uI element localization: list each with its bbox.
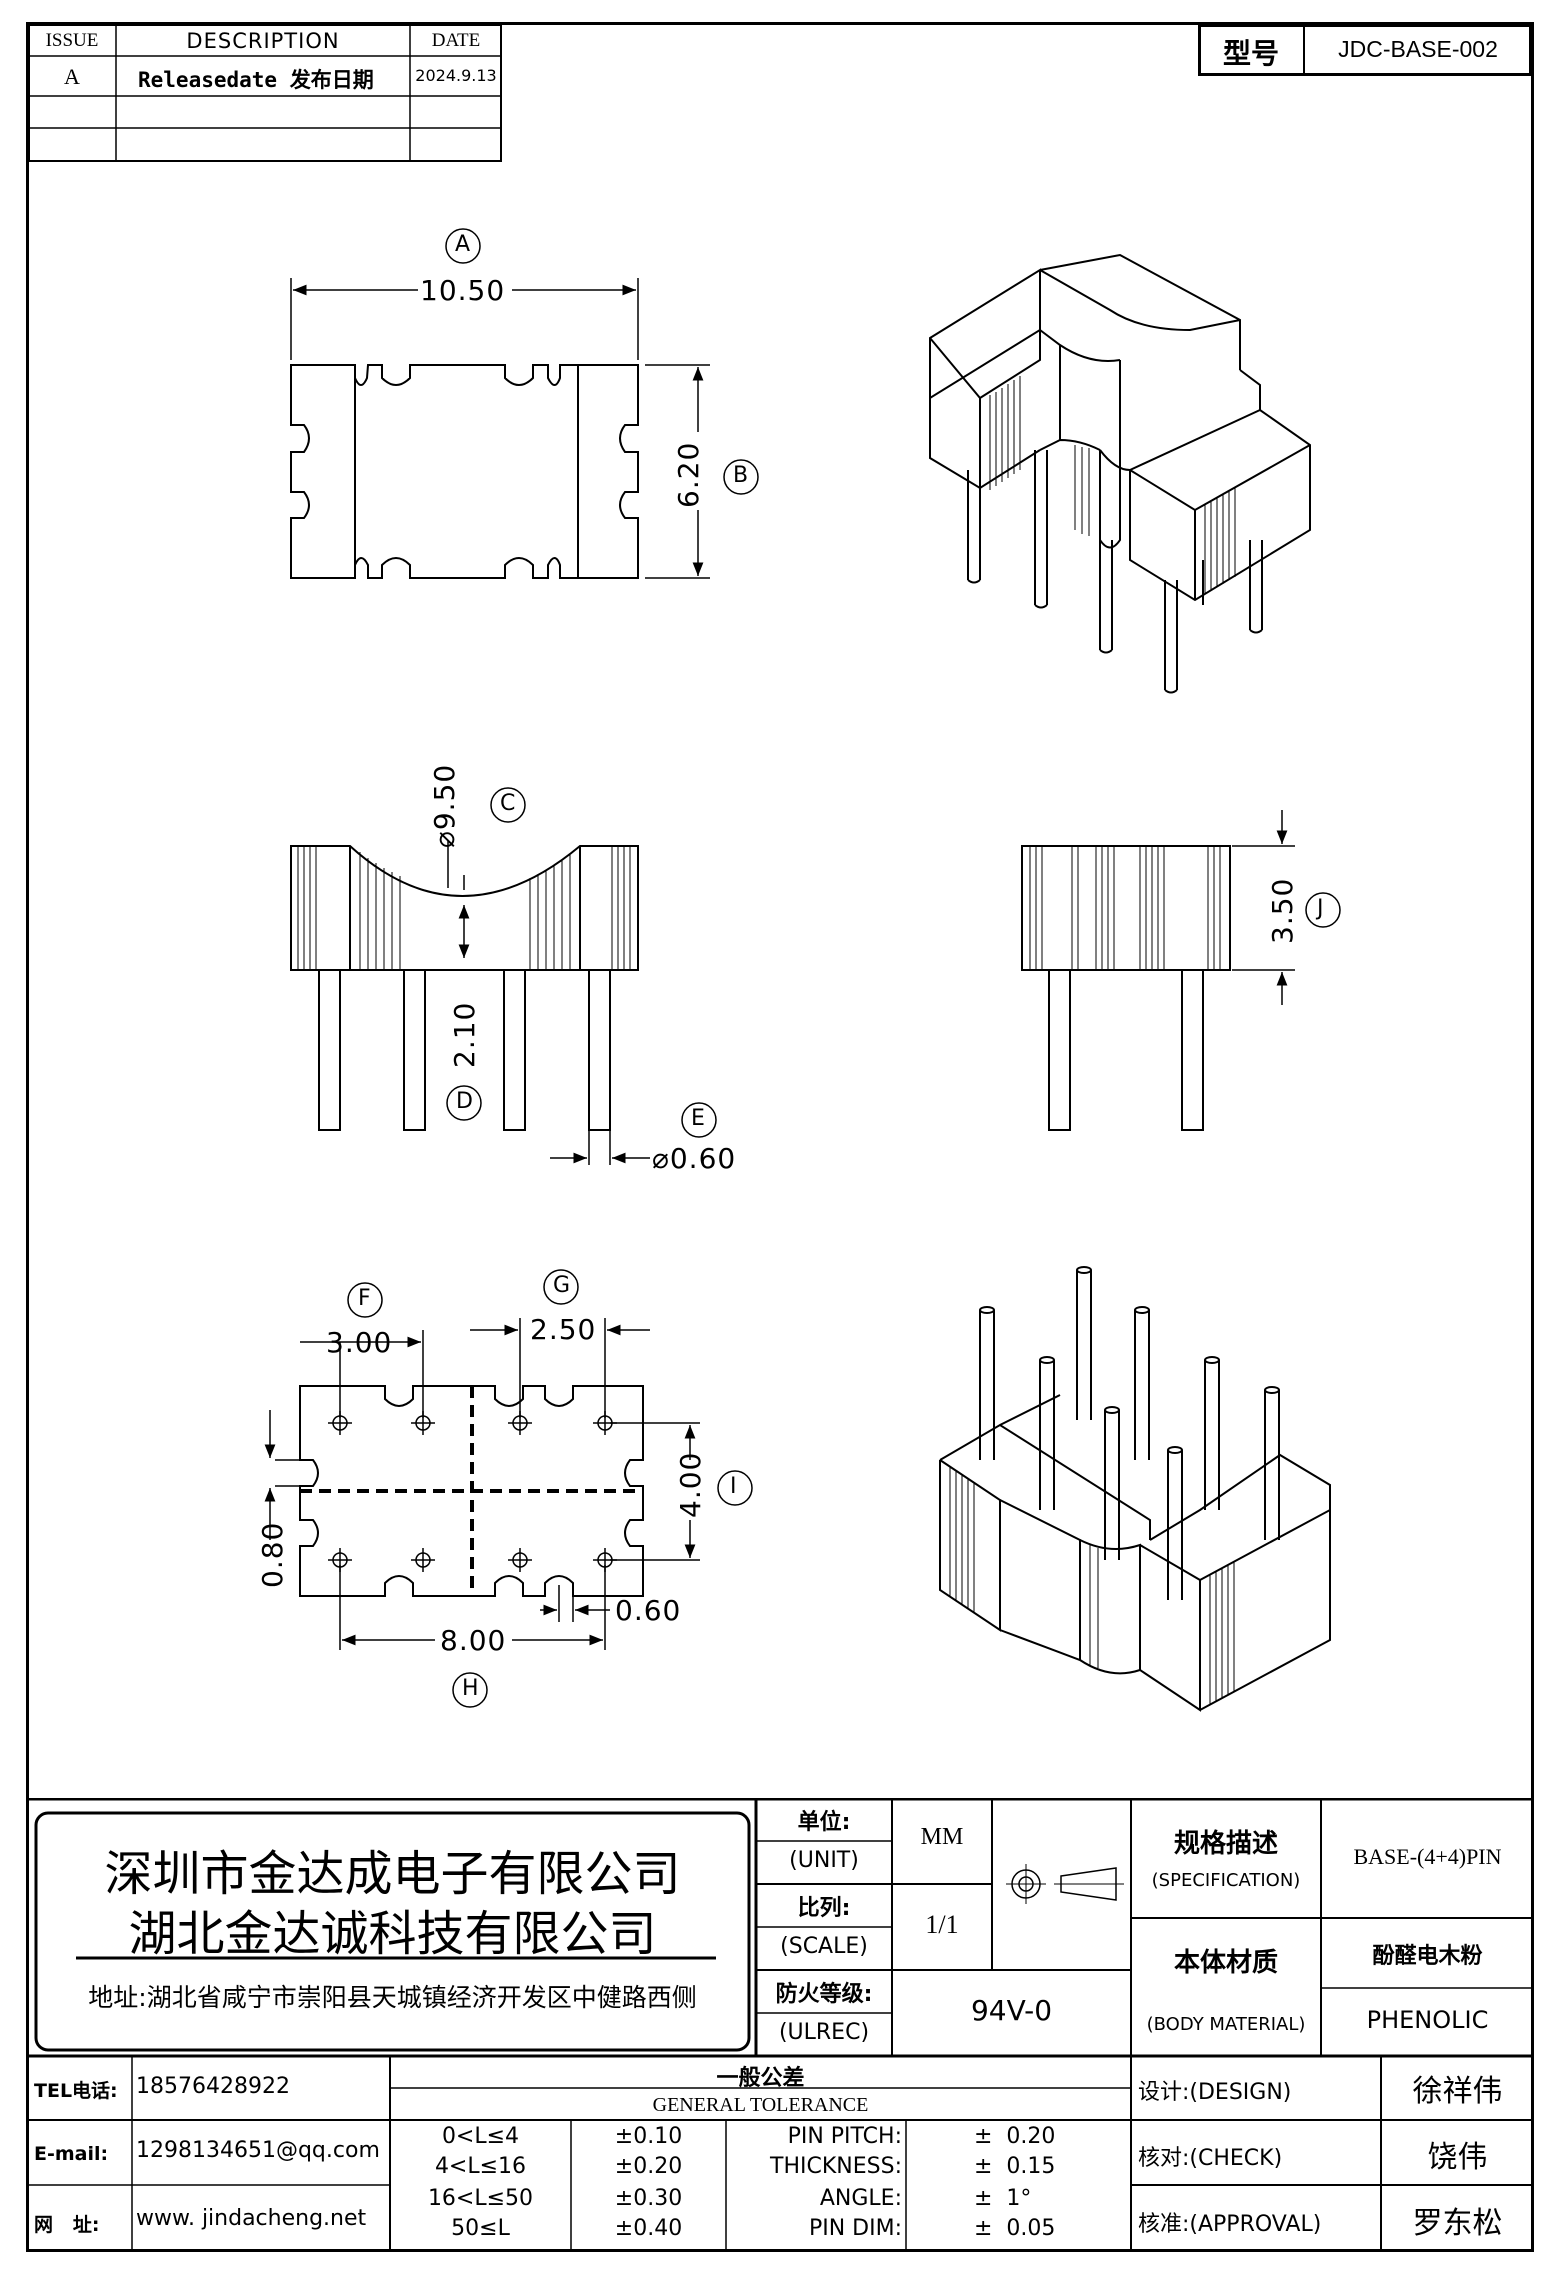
bottom-view (299, 1385, 644, 1597)
model-value: JDC-BASE-002 (1338, 36, 1498, 62)
model-label: 型号 (1222, 37, 1279, 70)
dim-c-value: ⌀9.50 (428, 763, 461, 848)
dim-h-marker: H (462, 1676, 479, 1701)
isometric-view-bottom (939, 1266, 1331, 1712)
unit-label-en: (UNIT) (789, 1848, 859, 1873)
technical-drawing (264, 228, 1341, 1712)
web-label: 网 址: (34, 2214, 100, 2236)
tolerance-value: ±0.30 (614, 2186, 683, 2211)
tolerance-range: 16<L≤50 (427, 2186, 534, 2211)
tolerance-value: ±0.20 (614, 2154, 683, 2179)
dim-j-value: 3.50 (1266, 877, 1299, 944)
tel-label: TEL电话: (34, 2080, 118, 2102)
tolerance-range: 4<L≤16 (434, 2154, 527, 2179)
revision-table: ISSUE DESCRIPTION DATE A Releasedate 发布日… (28, 24, 502, 162)
ul-label-en: (ULREC) (778, 2020, 870, 2045)
design-label: 设计:(DESIGN) (1138, 2080, 1292, 2105)
dim-e-value: ⌀0.60 (652, 1142, 737, 1175)
dim-a-value: 10.50 (420, 274, 506, 307)
drawing-frame (26, 22, 1534, 2252)
spec-label-en: (SPECIFICATION) (1151, 1870, 1301, 1891)
dim-d-value: 2.10 (448, 1001, 481, 1068)
approval-label: 核准:(APPROVAL) (1138, 2212, 1322, 2237)
dim-c-marker: C (500, 791, 516, 816)
design-name: 徐祥伟 (1412, 2074, 1503, 2109)
special-tolerance-name: THICKNESS: (770, 2154, 902, 2179)
email-label: E-mail: (34, 2143, 109, 2165)
tolerance-title-en: GENERAL TOLERANCE (652, 2094, 869, 2116)
special-tolerance-name: PIN PITCH: (787, 2124, 902, 2149)
dim-e-marker: E (691, 1106, 705, 1131)
issue-header: ISSUE (45, 30, 99, 51)
unit-label-cn: 单位: (797, 1810, 851, 1835)
email-value: 1298134651@qq.com (136, 2138, 380, 2163)
material-value-cn: 酚醛电木粉 (1372, 1944, 1483, 1969)
scale-value: 1/1 (925, 1910, 959, 1939)
dim-g-value: 2.50 (530, 1313, 597, 1346)
tolerance-title-cn: 一般公差 (716, 2066, 805, 2091)
dim-h-value: 8.00 (440, 1624, 507, 1657)
dim-i-value: 4.00 (674, 1451, 707, 1518)
issue-cell: A (64, 64, 80, 89)
tolerance-value: ±0.10 (614, 2124, 683, 2149)
dim-j-marker: J (1317, 896, 1324, 921)
scale-label-en: (SCALE) (780, 1934, 868, 1959)
front-view (290, 845, 639, 1131)
material-label-en: (BODY MATERIAL) (1146, 2014, 1306, 2035)
date-header: DATE (431, 30, 481, 51)
special-tolerance-value: ± 0.15 (974, 2154, 1056, 2179)
dim-b-value: 6.20 (672, 441, 705, 508)
check-label: 核对:(CHECK) (1138, 2146, 1283, 2171)
company-name-2: 湖北金达诚科技有限公司 (128, 1906, 657, 1962)
material-label-cn: 本体材质 (1173, 1948, 1278, 1978)
company-name-1: 深圳市金达成电子有限公司 (104, 1846, 681, 1902)
isometric-view-top (929, 253, 1311, 694)
tolerance-range: 50≤L (451, 2216, 510, 2241)
description-header: DESCRIPTION (186, 29, 340, 53)
dim-f-value: 3.00 (326, 1326, 393, 1359)
unit-value: MM (920, 1824, 964, 1850)
dim-slot-width: 0.80 (256, 1521, 289, 1588)
special-tolerance-value: ± 0.05 (974, 2216, 1056, 2241)
special-tolerance-name: PIN DIM: (808, 2216, 902, 2241)
dim-d-marker: D (456, 1089, 473, 1114)
tolerance-range: 0<L≤4 (441, 2124, 520, 2149)
dim-a-marker: A (455, 232, 471, 257)
tel-value: 18576428922 (136, 2074, 290, 2099)
date-cell: 2024.9.13 (415, 66, 497, 85)
check-name: 饶伟 (1427, 2140, 1488, 2175)
dim-slot-depth: 0.60 (615, 1594, 682, 1627)
spec-label-cn: 规格描述 (1173, 1829, 1278, 1859)
description-cell: Releasedate 发布日期 (138, 68, 374, 92)
ul-label-cn: 防火等级: (775, 1982, 873, 2007)
special-tolerance-value: ± 1° (974, 2186, 1032, 2211)
scale-label-cn: 比列: (797, 1896, 851, 1921)
title-block: 深圳市金达成电子有限公司 湖北金达诚科技有限公司 地址:湖北省咸宁市崇阳县天城镇… (26, 1798, 1534, 2252)
side-view (1021, 845, 1231, 1131)
dim-b-marker: B (733, 463, 749, 488)
tolerance-value: ±0.40 (614, 2216, 683, 2241)
ul-value: 94V-0 (970, 1994, 1053, 2027)
spec-value: BASE-(4+4)PIN (1353, 1844, 1502, 1869)
dim-f-marker: F (358, 1286, 371, 1311)
top-view (290, 364, 639, 579)
dim-i-marker: I (730, 1474, 737, 1499)
special-tolerance-value: ± 0.20 (974, 2124, 1056, 2149)
approval-name: 罗东松 (1412, 2206, 1503, 2241)
company-address: 地址:湖北省咸宁市崇阳县天城镇经济开发区中健路西侧 (88, 1983, 697, 2012)
model-box: 型号 JDC-BASE-002 (1198, 24, 1532, 76)
material-value-en: PHENOLIC (1366, 2006, 1489, 2034)
special-tolerance-name: ANGLE: (819, 2186, 902, 2211)
web-value: www. jindacheng.net (136, 2206, 367, 2231)
dim-g-marker: G (553, 1273, 571, 1298)
